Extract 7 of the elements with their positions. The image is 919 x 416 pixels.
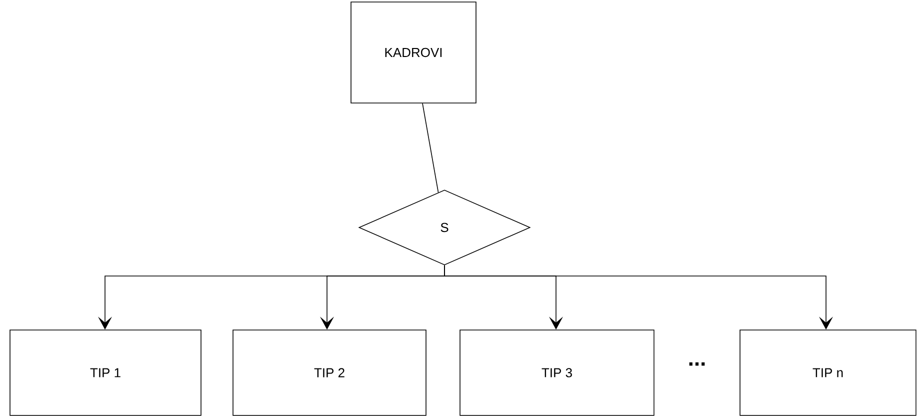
process-box: TIP 2 (232, 330, 426, 416)
process-box: TIP 3 (460, 330, 654, 416)
process-box: KADROVI (350, 2, 476, 104)
process-box: TIP 1 (10, 330, 202, 416)
ellipsis-label: ... (689, 362, 705, 366)
process-box: TIP n (740, 330, 916, 416)
connector (422, 103, 439, 193)
